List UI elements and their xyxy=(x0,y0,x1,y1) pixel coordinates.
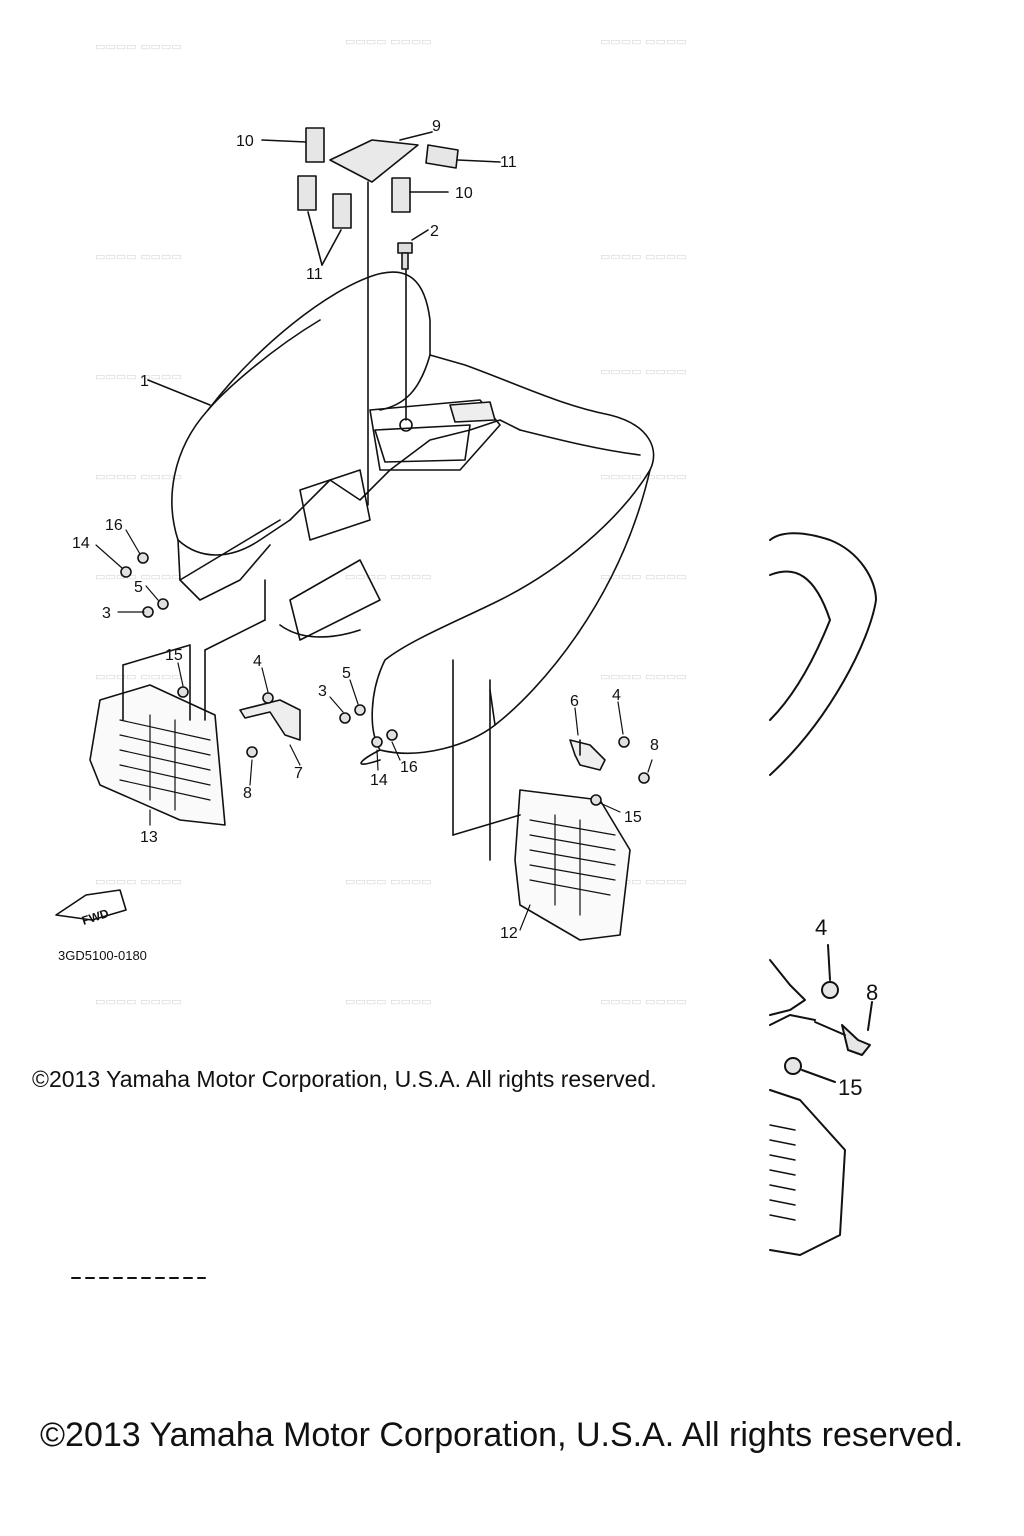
callout-11-right: 11 xyxy=(500,154,517,171)
decal-set xyxy=(261,127,501,506)
callout-10-top: 10 xyxy=(236,133,254,150)
callout-1: 1 xyxy=(140,373,149,390)
brackets xyxy=(239,699,606,771)
svg-text:▭▭▭▭ ▭▭▭▭: ▭▭▭▭ ▭▭▭▭ xyxy=(600,250,687,263)
bolt-2 xyxy=(397,229,429,421)
mudflap-right xyxy=(452,659,631,941)
svg-text:▭▭▭▭ ▭▭▭▭: ▭▭▭▭ ▭▭▭▭ xyxy=(95,250,182,263)
callout-13: 13 xyxy=(140,829,158,846)
callout-4-right: 4 xyxy=(612,687,621,704)
svg-text:▭▭▭▭ ▭▭▭▭: ▭▭▭▭ ▭▭▭▭ xyxy=(95,570,182,583)
inset-callout-15: 15 xyxy=(838,1075,862,1100)
callout-10-right: 10 xyxy=(455,185,473,202)
callout-8-left: 8 xyxy=(243,785,252,802)
callout-16-left: 16 xyxy=(105,517,123,534)
rear-fender xyxy=(147,271,655,765)
callout-7: 7 xyxy=(294,765,303,782)
svg-text:▭▭▭▭ ▭▭▭▭: ▭▭▭▭ ▭▭▭▭ xyxy=(345,995,432,1008)
callout-16-right: 16 xyxy=(400,759,418,776)
callout-9: 9 xyxy=(432,118,441,135)
copyright-notice-small: ©2013 Yamaha Motor Corporation, U.S.A. A… xyxy=(32,1066,657,1092)
diagram-code: 3GD5100-0180 xyxy=(58,948,147,963)
svg-text:▭▭▭▭ ▭▭▭▭: ▭▭▭▭ ▭▭▭▭ xyxy=(600,35,687,48)
svg-text:▭▭▭▭ ▭▭▭▭: ▭▭▭▭ ▭▭▭▭ xyxy=(95,670,182,683)
watermark: ▭▭▭▭ ▭▭▭▭ ▭▭▭▭ ▭▭▭▭ ▭▭▭▭ ▭▭▭▭ ▭▭▭▭ ▭▭▭▭ ▭▭▭… xyxy=(95,35,687,1008)
inset-callout-4: 4 xyxy=(815,915,827,940)
callout-14-left: 14 xyxy=(72,535,90,552)
svg-text:▭▭▭▭ ▭▭▭▭: ▭▭▭▭ ▭▭▭▭ xyxy=(345,875,432,888)
callout-4-left: 4 xyxy=(253,653,262,670)
callout-15-right: 15 xyxy=(624,809,642,826)
callout-6: 6 xyxy=(570,693,579,710)
callout-5-right: 5 xyxy=(342,665,351,682)
svg-text:▭▭▭▭ ▭▭▭▭: ▭▭▭▭ ▭▭▭▭ xyxy=(95,470,182,483)
hardware xyxy=(120,552,650,806)
svg-text:▭▭▭▭ ▭▭▭▭: ▭▭▭▭ ▭▭▭▭ xyxy=(95,40,182,53)
callout-12: 12 xyxy=(500,925,518,942)
svg-text:▭▭▭▭ ▭▭▭▭: ▭▭▭▭ ▭▭▭▭ xyxy=(600,995,687,1008)
callout-3-right: 3 xyxy=(318,683,327,700)
callout-3-left: 3 xyxy=(102,605,111,622)
callout-8-right: 8 xyxy=(650,737,659,754)
fwd-arrow-icon xyxy=(55,889,127,921)
svg-text:▭▭▭▭ ▭▭▭▭: ▭▭▭▭ ▭▭▭▭ xyxy=(600,670,687,683)
svg-text:▭▭▭▭ ▭▭▭▭: ▭▭▭▭ ▭▭▭▭ xyxy=(600,365,687,378)
callout-15-left: 15 xyxy=(165,647,183,664)
svg-text:▭▭▭▭ ▭▭▭▭: ▭▭▭▭ ▭▭▭▭ xyxy=(95,995,182,1008)
callout-14-right: 14 xyxy=(370,772,388,789)
callout-2: 2 xyxy=(430,223,439,240)
enlarged-inset xyxy=(769,532,877,1256)
callout-11-bottom: 11 xyxy=(306,266,323,283)
svg-text:▭▭▭▭ ▭▭▭▭: ▭▭▭▭ ▭▭▭▭ xyxy=(95,370,182,383)
copyright-notice-large: ©2013 Yamaha Motor Corporation, U.S.A. A… xyxy=(40,1416,964,1454)
svg-text:▭▭▭▭ ▭▭▭▭: ▭▭▭▭ ▭▭▭▭ xyxy=(345,570,432,583)
mudflap-left xyxy=(89,579,266,826)
inset-callout-8: 8 xyxy=(866,980,878,1005)
svg-text:▭▭▭▭ ▭▭▭▭: ▭▭▭▭ ▭▭▭▭ xyxy=(600,570,687,583)
callout-5-left: 5 xyxy=(134,579,143,596)
leader-lines xyxy=(95,529,653,931)
svg-text:▭▭▭▭ ▭▭▭▭: ▭▭▭▭ ▭▭▭▭ xyxy=(345,35,432,48)
svg-text:▭▭▭▭ ▭▭▭▭: ▭▭▭▭ ▭▭▭▭ xyxy=(600,470,687,483)
svg-text:▭▭▭▭ ▭▭▭▭: ▭▭▭▭ ▭▭▭▭ xyxy=(95,875,182,888)
